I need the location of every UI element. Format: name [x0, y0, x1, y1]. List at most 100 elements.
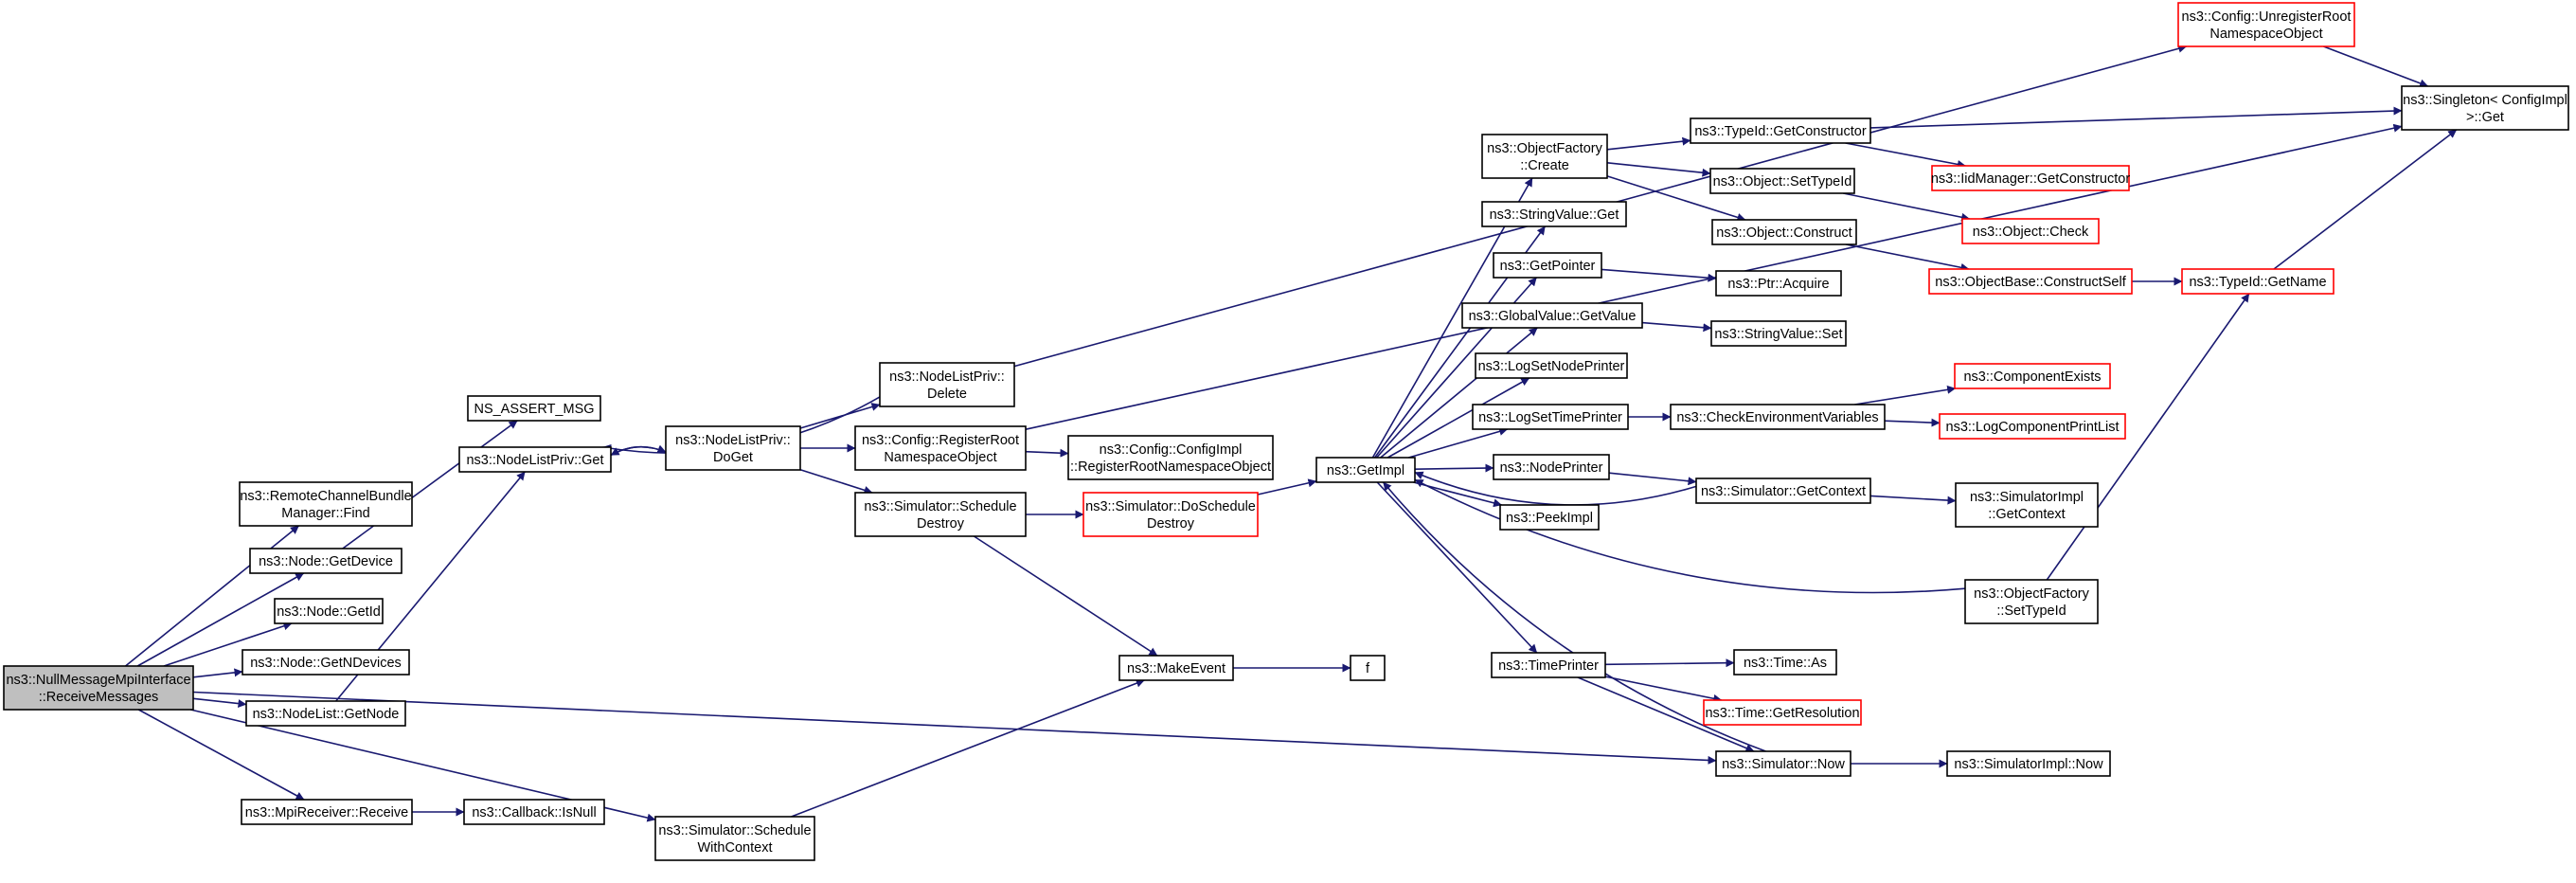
node-label: ns3::StringValue::Get	[1490, 207, 1619, 223]
node-f[interactable]: f	[1350, 655, 1386, 681]
edge-nlp_doget-to-nlp_delete	[799, 403, 881, 429]
node-simimpl-getcontext[interactable]: ns3::SimulatorImpl::GetContext	[1955, 482, 2099, 528]
node-label: ns3::Object::SetTypeId	[1713, 174, 1852, 189]
node-label: ns3::SimulatorImpl::Now	[1954, 757, 2103, 772]
edge-root-to-node_getdevice	[136, 572, 305, 667]
node-label: ns3::Callback::IsNull	[472, 805, 596, 820]
node-box	[1955, 482, 2099, 528]
node-object-construct[interactable]: ns3::Object::Construct	[1711, 219, 1857, 245]
node-box	[241, 799, 413, 825]
node-box	[1939, 413, 2126, 440]
edge-typeid_getname-to-singleton_get	[2273, 129, 2458, 270]
edge-root-to-mpireceiver_receive	[137, 709, 305, 801]
node-iidmanager-getconstructor[interactable]: ns3::IidManager::GetConstructor	[1931, 165, 2131, 191]
node-root[interactable]: ns3::NullMessageMpiInterface::ReceiveMes…	[3, 665, 194, 711]
node-label: ::RegisterRootNamespaceObject	[1070, 460, 1271, 475]
node-time-getresolution[interactable]: ns3::Time::GetResolution	[1703, 699, 1862, 726]
node-label: ns3::LogSetTimePrinter	[1478, 410, 1622, 425]
node-nodeprinter[interactable]: ns3::NodePrinter	[1493, 454, 1610, 480]
node-box	[1931, 165, 2130, 191]
node-ptr-acquire[interactable]: ns3::Ptr::Acquire	[1715, 270, 1842, 297]
node-nlp-get[interactable]: ns3::NodeListPriv::Get	[458, 446, 612, 473]
node-ns-assert-msg[interactable]: NS_ASSERT_MSG	[467, 395, 601, 422]
node-box	[1703, 699, 1862, 726]
node-label: ns3::Singleton< ConfigImpl	[2403, 93, 2567, 108]
node-label: Destroy	[1147, 516, 1195, 532]
node-checkenvvars[interactable]: ns3::CheckEnvironmentVariables	[1670, 404, 1886, 430]
node-of-settypeid[interactable]: ns3::ObjectFactory::SetTypeId	[1964, 579, 2099, 624]
node-typeid-getconstructor[interactable]: ns3::TypeId::GetConstructor	[1690, 117, 1871, 144]
node-gv-getvalue[interactable]: ns3::GlobalValue::GetValue	[1461, 302, 1643, 329]
node-logcomponentprintlist[interactable]: ns3::LogComponentPrintList	[1939, 413, 2126, 440]
node-timeprinter[interactable]: ns3::TimePrinter	[1491, 652, 1606, 678]
node-time-as[interactable]: ns3::Time::As	[1733, 649, 1837, 676]
node-getpointer[interactable]: ns3::GetPointer	[1493, 252, 1602, 279]
node-logsettimeprinter[interactable]: ns3::LogSetTimePrinter	[1472, 404, 1629, 430]
node-box	[242, 649, 410, 676]
node-label: ns3::NodeListPriv::	[889, 369, 1005, 385]
node-cfg-unregroot[interactable]: ns3::Config::UnregisterRootNamespaceObje…	[2177, 2, 2355, 47]
node-box	[2181, 268, 2334, 295]
node-label: ns3::ComponentExists	[1963, 369, 2101, 385]
node-box	[1082, 492, 1259, 537]
node-label: ns3::ObjectBase::ConstructSelf	[1935, 275, 2126, 290]
node-peekimpl[interactable]: ns3::PeekImpl	[1499, 504, 1600, 531]
node-logsetnodeprinter[interactable]: ns3::LogSetNodePrinter	[1475, 352, 1628, 379]
node-label: ns3::IidManager::GetConstructor	[1931, 171, 2131, 187]
node-callback-isnull[interactable]: ns3::Callback::IsNull	[463, 799, 605, 825]
node-singleton-get[interactable]: ns3::Singleton< ConfigImpl>::Get	[2401, 85, 2569, 131]
node-box	[854, 425, 1027, 471]
node-object-settypeid[interactable]: ns3::Object::SetTypeId	[1709, 168, 1855, 194]
node-sim-now[interactable]: ns3::Simulator::Now	[1715, 750, 1852, 777]
node-nlp-delete[interactable]: ns3::NodeListPriv::Delete	[879, 362, 1015, 407]
node-cfg-regroot[interactable]: ns3::Config::RegisterRootNamespaceObject	[854, 425, 1027, 471]
node-box	[1067, 435, 1274, 480]
edge-sim_schedwithctx-to-makeevent	[791, 678, 1145, 818]
node-node-getdevice[interactable]: ns3::Node::GetDevice	[249, 548, 402, 574]
node-label: ns3::TimePrinter	[1498, 658, 1599, 674]
node-sim-getcontext[interactable]: ns3::Simulator::GetContext	[1695, 478, 1871, 504]
node-objectbase-constructself[interactable]: ns3::ObjectBase::ConstructSelf	[1928, 268, 2133, 295]
node-label: ns3::Object::Check	[1973, 225, 2089, 240]
node-typeid-getname[interactable]: ns3::TypeId::GetName	[2181, 268, 2334, 295]
edge-getimpl-to-getpointer	[1376, 277, 1537, 459]
node-nodelist-getnode[interactable]: ns3::NodeList::GetNode	[245, 700, 406, 727]
edge-root-to-rcbm_find	[124, 525, 300, 667]
node-makeevent[interactable]: ns3::MakeEvent	[1118, 655, 1234, 681]
node-box	[1118, 655, 1234, 681]
node-stringvalue-set[interactable]: ns3::StringValue::Set	[1710, 320, 1847, 347]
edge-sim_getcontext-to-simimpl_getcontext	[1869, 495, 1957, 505]
edge-nlp_doget-to-sim_scheddestroy	[799, 468, 873, 495]
node-of-create[interactable]: ns3::ObjectFactory::Create	[1481, 134, 1608, 179]
node-box	[245, 700, 406, 727]
node-node-getid[interactable]: ns3::Node::GetId	[274, 598, 384, 624]
node-label: Manager::Find	[281, 506, 370, 521]
node-stringvalue-get[interactable]: ns3::StringValue::Get	[1481, 201, 1627, 227]
node-label: NamespaceObject	[2209, 27, 2322, 42]
node-nlp-doget[interactable]: ns3::NodeListPriv::DoGet	[665, 425, 801, 471]
edges-layer	[124, 44, 2458, 822]
node-mpireceiver-receive[interactable]: ns3::MpiReceiver::Receive	[241, 799, 413, 825]
node-box	[1499, 504, 1600, 531]
node-label: ns3::MakeEvent	[1127, 661, 1225, 676]
node-cfgimpl-regroot[interactable]: ns3::Config::ConfigImpl::RegisterRootNam…	[1067, 435, 1274, 480]
node-componentexists[interactable]: ns3::ComponentExists	[1954, 363, 2111, 389]
node-box	[467, 395, 601, 422]
node-node-getndevices[interactable]: ns3::Node::GetNDevices	[242, 649, 410, 676]
node-label: ns3::MpiReceiver::Receive	[245, 805, 408, 820]
edge-cfg_regroot-to-cfgimpl_regroot	[1025, 448, 1069, 458]
node-object-check[interactable]: ns3::Object::Check	[1961, 218, 2100, 244]
node-label: ns3::Node::GetNDevices	[250, 656, 402, 671]
node-box	[3, 665, 194, 711]
node-label: >::Get	[2466, 110, 2504, 125]
node-label: ns3::Time::GetResolution	[1705, 706, 1859, 721]
node-box	[463, 799, 605, 825]
node-box	[1690, 117, 1871, 144]
node-simimpl-now[interactable]: ns3::SimulatorImpl::Now	[1946, 750, 2111, 777]
node-getimpl[interactable]: ns3::GetImpl	[1315, 457, 1416, 483]
edge-typeid_getconstructor-to-singleton_get	[1869, 106, 2403, 129]
